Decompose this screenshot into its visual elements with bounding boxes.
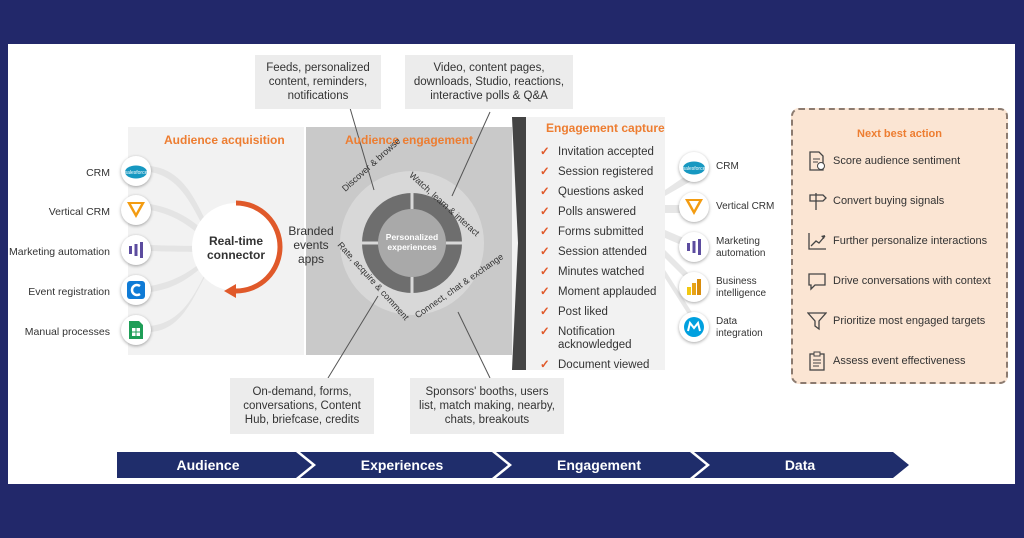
nba-item: Assess event effectiveness xyxy=(833,355,966,367)
source-label-event-registration: Event registration xyxy=(28,286,110,298)
veeva-icon xyxy=(121,195,151,225)
check-icon: ✓ xyxy=(540,226,550,238)
check-icon: ✓ xyxy=(540,206,550,218)
callout-ondemand: On-demand, forms, conversations, Content… xyxy=(230,378,374,434)
source-label-marketing-automation: Marketing automation xyxy=(9,246,110,258)
check-icon: ✓ xyxy=(540,266,550,278)
veeva-icon xyxy=(679,192,709,222)
connector-label: Real-time connector xyxy=(206,234,265,262)
cvent-icon xyxy=(121,275,151,305)
check-icon: ✓ xyxy=(540,246,550,258)
capture-item: ✓Polls answered xyxy=(540,206,636,218)
dest-label-business-intelligence: Business intelligence xyxy=(716,276,767,299)
powerbi-icon xyxy=(679,272,709,302)
next-best-action-panel: Next best action Score audience sentimen… xyxy=(791,108,1008,384)
capture-item: ✓Notification acknowledged xyxy=(540,326,632,351)
connector-circle xyxy=(192,203,280,291)
capture-item: ✓Session attended xyxy=(540,246,647,258)
capture-item: ✓Session registered xyxy=(540,166,654,178)
capture-item: ✓Moment applauded xyxy=(540,286,657,298)
stage-engagement: Engagement xyxy=(556,457,641,473)
capture-panel xyxy=(512,117,665,370)
callout-pointers xyxy=(327,107,491,379)
nba-item: Prioritize most engaged targets xyxy=(833,315,986,327)
svg-text:salesforce: salesforce xyxy=(125,170,148,176)
cycle-inner xyxy=(378,209,446,277)
section-title-nba: Next best action xyxy=(857,128,942,140)
check-icon: ✓ xyxy=(540,166,550,178)
capture-item: ✓Document viewed xyxy=(540,359,650,371)
source-label-manual-processes: Manual processes xyxy=(24,326,110,338)
check-icon: ✓ xyxy=(540,146,550,158)
mulesoft-icon xyxy=(679,312,709,342)
salesforce-icon: salesforce xyxy=(121,156,151,186)
stage-data: Data xyxy=(784,457,816,473)
capture-item: ✓Minutes watched xyxy=(540,266,645,278)
source-label-vertical-crm: Vertical CRM xyxy=(48,206,110,218)
callout-feeds: Feeds, personalized content, reminders, … xyxy=(255,55,381,109)
dest-label-data-integration: Data integration xyxy=(716,316,763,339)
section-title-engagement: Audience engagement xyxy=(345,133,474,147)
chat-bubble-icon xyxy=(806,270,828,292)
connector-arc xyxy=(235,200,283,294)
callout-sponsors: Sponsors' booths, users list, match maki… xyxy=(410,378,564,434)
funnel-icon xyxy=(806,310,828,332)
check-icon: ✓ xyxy=(540,326,550,338)
sheets-icon xyxy=(121,315,151,345)
salesforce-icon: salesforce xyxy=(679,152,709,182)
callout-video: Video, content pages, downloads, Studio,… xyxy=(405,55,573,109)
connector-arrowhead xyxy=(224,284,236,298)
clipboard-icon xyxy=(806,350,828,372)
trend-chart-icon xyxy=(806,230,828,252)
check-icon: ✓ xyxy=(540,306,550,318)
nba-item: Score audience sentiment xyxy=(833,155,961,167)
stage-audience: Audience xyxy=(176,457,240,473)
document-check-icon xyxy=(806,150,828,172)
capture-item: ✓Post liked xyxy=(540,306,608,318)
stage-experiences: Experiences xyxy=(360,457,444,473)
stage-arrows xyxy=(117,452,909,478)
check-icon: ✓ xyxy=(540,359,550,371)
cycle-dividers xyxy=(362,193,462,293)
check-icon: ✓ xyxy=(540,186,550,198)
source-label-crm: CRM xyxy=(86,167,110,179)
capture-item: ✓Questions asked xyxy=(540,186,644,198)
check-icon: ✓ xyxy=(540,286,550,298)
nba-item: Convert buying signals xyxy=(833,195,945,207)
marketo-icon xyxy=(121,235,151,265)
svg-text:salesforce: salesforce xyxy=(683,166,706,172)
capture-item: ✓Invitation accepted xyxy=(540,146,654,158)
branded-events-apps: Branded events apps xyxy=(288,224,334,266)
dest-label-marketing-automation: Marketing automation xyxy=(716,236,766,259)
capture-item: ✓Forms submitted xyxy=(540,226,644,238)
cycle-center-label: Personalized experiences xyxy=(385,232,439,252)
section-title-capture: Engagement capture xyxy=(546,121,665,135)
marketo-icon xyxy=(679,232,709,262)
dest-label-vertical-crm: Vertical CRM xyxy=(716,201,775,212)
dest-label-crm: CRM xyxy=(716,161,739,172)
capture-panel-edge xyxy=(512,117,526,370)
section-title-acquisition: Audience acquisition xyxy=(164,133,285,147)
signpost-icon xyxy=(806,190,828,212)
nba-item: Drive conversations with context xyxy=(833,275,991,287)
nba-item: Further personalize interactions xyxy=(833,235,988,247)
